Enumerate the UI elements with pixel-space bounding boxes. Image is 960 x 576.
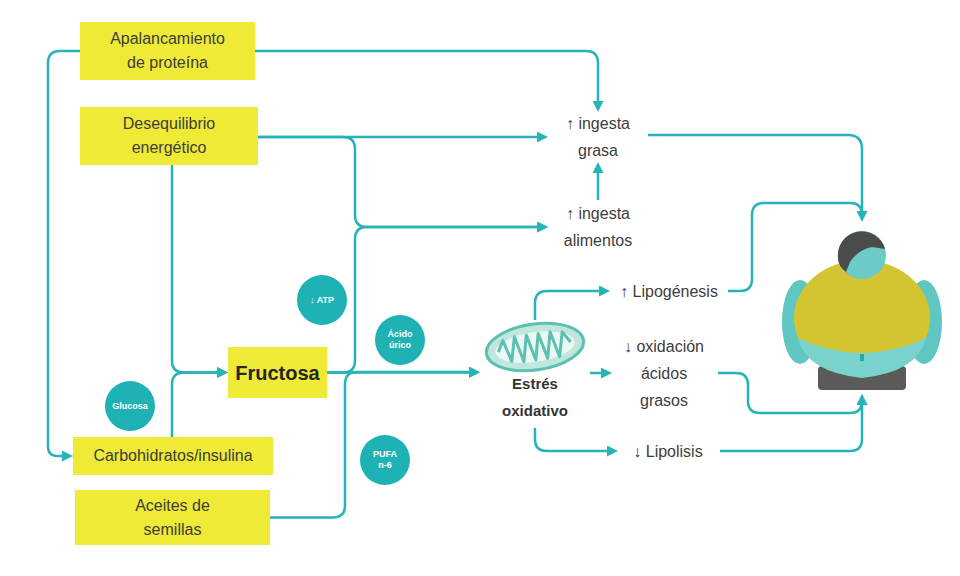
node-text: ↓ Lipolisis	[633, 438, 702, 465]
factor-box: Aceites de semillas	[75, 490, 270, 545]
connector-arrow	[172, 165, 222, 373]
effect-node: ↑ ingesta grasa	[548, 112, 648, 162]
node-text: Estrés oxidativo	[485, 370, 585, 424]
connector-arrow	[535, 291, 604, 320]
effect-node: ↓ oxidación ácidos grasos	[612, 333, 716, 413]
mitochondrion-cristae	[497, 329, 573, 365]
effect-node: ↑ ingesta alimentos	[548, 200, 648, 254]
effect-node: ↓ Lipolisis	[618, 438, 718, 464]
node-text: ↓ oxidación ácidos grasos	[618, 333, 710, 414]
connector-arrow	[48, 51, 80, 456]
effect-node: ↑ Lipogénesis	[610, 278, 728, 304]
mediator-circle: Glucosa	[105, 381, 155, 431]
node-text: ↑ Lipogénesis	[620, 278, 718, 305]
node-text: ↓ ATP	[310, 295, 334, 306]
node-text: Aceites de semillas	[118, 494, 228, 542]
fructose-box: Fructosa	[228, 347, 327, 398]
node-text: Glucosa	[112, 401, 148, 412]
connector-arrow	[172, 373, 222, 438]
effect-arrow	[720, 400, 862, 451]
mediator-circle: PUFA n-6	[360, 435, 410, 485]
connector-arrow	[258, 137, 542, 227]
person-belly	[798, 338, 926, 378]
node-text: Desequilibrio energético	[107, 112, 232, 160]
circle-fill	[375, 315, 425, 365]
mitochondrion-icon	[483, 317, 586, 376]
node-text: ↑ ingesta grasa	[555, 110, 641, 164]
factor-box: Apalancamiento de proteína	[80, 22, 255, 80]
mitochondrion-outer	[483, 317, 586, 376]
node-text: PUFA n-6	[368, 449, 402, 471]
mitochondrion-inner	[493, 327, 576, 368]
person-head	[838, 231, 886, 279]
connector-arrow	[535, 428, 612, 451]
factor-box: Carbohidratos/insulina	[73, 437, 273, 475]
node-text: Fructosa	[235, 361, 319, 385]
factor-box: Desequilibrio energético	[80, 107, 258, 165]
node-text: Carbohidratos/insulina	[93, 444, 252, 468]
connector-arrow	[255, 51, 598, 106]
mediator-circle: Ácido úrico	[375, 315, 425, 365]
node-text: Ácido úrico	[382, 329, 418, 351]
person-hair	[838, 231, 885, 272]
mediator-circle: ↓ ATP	[297, 275, 347, 325]
node-text: Apalancamiento de proteína	[105, 27, 230, 75]
circle-fill	[297, 275, 347, 325]
person-navel	[860, 354, 864, 361]
circle-fill	[105, 381, 155, 431]
connector-arrow	[327, 227, 542, 373]
connector-arrow	[590, 372, 606, 375]
node-text: ↑ ingesta alimentos	[553, 200, 643, 254]
circle-fill	[360, 435, 410, 485]
mitochondrion-node: Estrés oxidativo	[480, 320, 590, 428]
connector-arrow	[597, 168, 600, 200]
